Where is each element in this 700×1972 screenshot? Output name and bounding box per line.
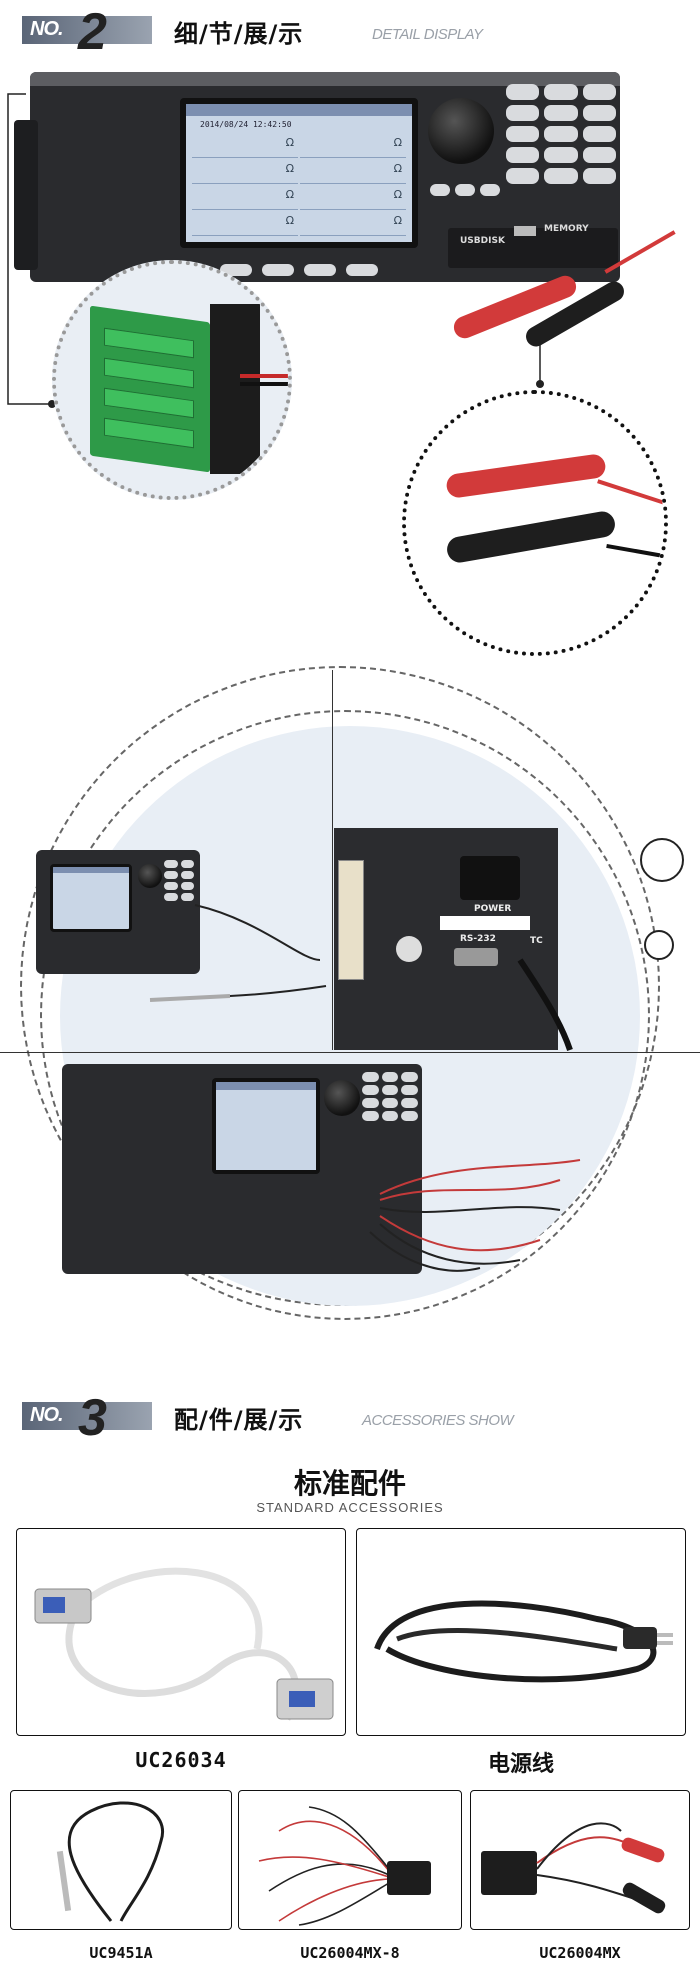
section2-header: NO. 2 细/节/展/示 DETAIL DISPLAY [22, 3, 682, 61]
section2-no-number: 2 [78, 3, 107, 61]
usb-port-icon [514, 226, 536, 236]
accessory-label-UC26004MX: UC26004MX [539, 1944, 621, 1962]
power-label: POWER [474, 904, 512, 914]
accessory-label-power-cord: 电源线 [487, 1752, 554, 1777]
accessory-label-UC26034: UC26034 [135, 1748, 227, 1772]
accessory-box-UC26004MX [470, 1790, 690, 1930]
accessory-label-UC26004MX-8: UC26004MX-8 [300, 1944, 400, 1962]
rs232-port [454, 948, 498, 966]
divider-vertical [332, 670, 333, 1050]
softkey-2 [262, 264, 294, 276]
memory-label: MEMORY [544, 224, 589, 234]
section3-no-label: NO. [30, 1404, 64, 1426]
rs232-label: RS-232 [460, 934, 496, 944]
terminal-connector [338, 860, 364, 980]
qc-sticker [396, 936, 422, 962]
test-clip-cable-icon [481, 1822, 666, 1914]
screen-title-bar [186, 104, 412, 116]
tc-cable [517, 958, 573, 1051]
serial-cable-icon [34, 1567, 334, 1721]
accessory-box-UC26004MX-8 [238, 1790, 462, 1930]
accessory-box-serial-cable [16, 1528, 346, 1736]
terminal-housing [210, 304, 260, 474]
section3-header: NO. 3 配/件/展/示 ACCESSORIES SHOW [22, 1389, 682, 1447]
section2-subtitle: DETAIL DISPLAY [372, 26, 483, 43]
terminal-board-zoom [52, 260, 292, 500]
probe-wire [149, 904, 327, 1002]
power-socket [460, 856, 520, 900]
device-handle [14, 120, 38, 270]
divider-horizontal [0, 1052, 700, 1053]
section2-no-label: NO. [30, 18, 64, 40]
rear-panel [334, 828, 558, 1050]
section3-no-number: 3 [78, 1389, 107, 1447]
screen-header-text: 2014/08/24 12:42:50 [200, 120, 292, 129]
accessory-box-UC9451A [10, 1790, 232, 1930]
wire-harness-icon [258, 1806, 431, 1926]
section2-title: 细/节/展/示 [174, 20, 304, 48]
accessories-heading-en: STANDARD ACCESSORIES [256, 1500, 444, 1515]
section2-badge: NO. 2 [22, 3, 152, 61]
keypad [506, 84, 616, 184]
thermocouple-probe-icon [56, 1801, 164, 1922]
accessory-box-power-cord [356, 1528, 686, 1736]
accessory-label-UC9451A: UC9451A [89, 1944, 153, 1962]
section3-title: 配/件/展/示 [174, 1406, 304, 1434]
device-screen: 2014/08/24 12:42:50 [180, 98, 418, 248]
device-top-edge [30, 72, 620, 86]
accessories-heading: 标准配件 [293, 1467, 406, 1500]
section3-subtitle: ACCESSORIES SHOW [362, 1412, 514, 1429]
rotary-knob [428, 98, 494, 164]
connection-photos: POWER RS-232 TC [0, 660, 700, 1360]
section3-badge: NO. 3 [22, 1389, 152, 1447]
power-cord-icon [374, 1600, 673, 1683]
detail-photo: 2014/08/24 12:42:50 USBDISK MEMORY [0, 60, 700, 660]
clip-zoom [402, 390, 668, 656]
wire-harness [369, 1159, 581, 1272]
softkey-3 [304, 264, 336, 276]
screen-grid [192, 134, 406, 236]
tc-label: TC [530, 936, 543, 946]
rear-sticker [440, 916, 530, 930]
softkey-4 [346, 264, 378, 276]
usb-label: USBDISK [460, 236, 505, 246]
small-keys [430, 184, 500, 196]
